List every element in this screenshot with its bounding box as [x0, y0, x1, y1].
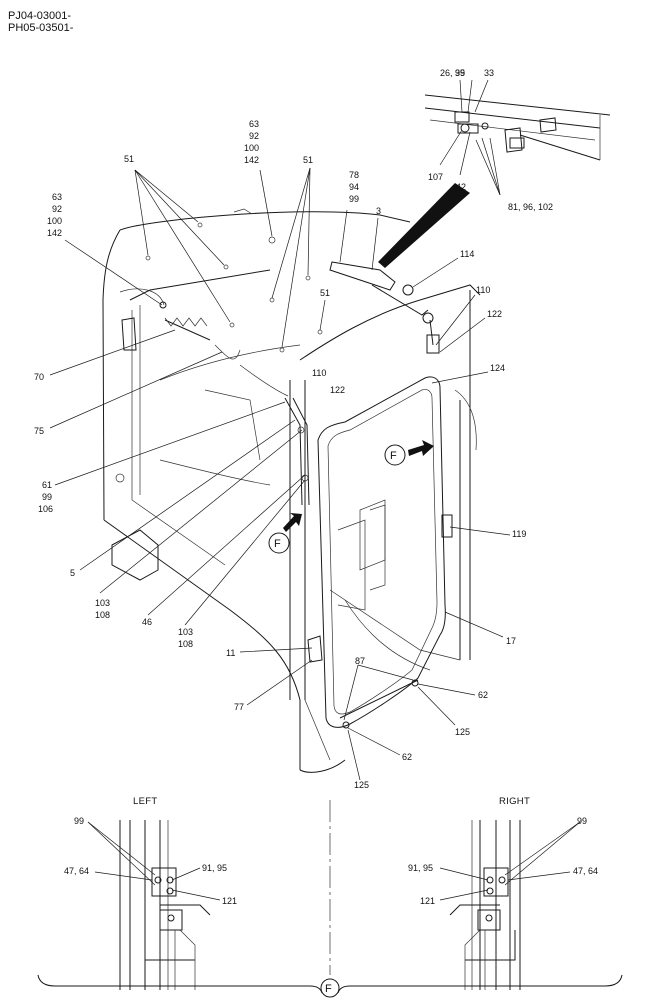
door-assembly [307, 334, 453, 729]
label-11: 11 [226, 648, 235, 658]
label-142-left: 142 [47, 228, 62, 238]
label-103-b: 103 [178, 627, 193, 637]
label-121-left: 121 [222, 896, 237, 906]
label-110-right: 110 [476, 285, 490, 295]
label-107: 107 [428, 172, 443, 182]
label-91-95-right: 91, 95 [408, 863, 433, 873]
label-92-top: 92 [249, 131, 259, 141]
drawing-code-line-2: PH05-03501- [8, 22, 74, 34]
drawing-code-line-1: PJ04-03001- [8, 10, 71, 22]
label-114: 114 [460, 249, 474, 259]
label-99-right-detail: 99 [577, 816, 587, 826]
label-100-top: 100 [244, 143, 259, 153]
label-78: 78 [349, 170, 359, 180]
label-99-top: 99 [349, 194, 359, 204]
cab-body [102, 211, 481, 773]
left-detail-view [119, 820, 211, 990]
label-122-right: 122 [487, 309, 502, 319]
label-119: 119 [512, 529, 526, 539]
right-detail-view [449, 820, 521, 990]
label-108-b: 108 [178, 639, 193, 649]
view-marker-circle [320, 978, 340, 998]
right-detail-leaders [439, 821, 581, 901]
label-122-left: 122 [330, 385, 345, 395]
label-77: 77 [234, 702, 244, 712]
label-5: 5 [70, 568, 75, 578]
label-51-center: 51 [303, 155, 313, 165]
label-124: 124 [490, 363, 505, 373]
label-100-left: 100 [47, 216, 62, 226]
label-51-left: 51 [124, 154, 134, 164]
label-17: 17 [506, 636, 516, 646]
label-110-left: 110 [312, 368, 326, 378]
label-99-left-detail: 99 [74, 816, 84, 826]
left-detail-leaders [87, 821, 221, 901]
label-35: 35 [455, 68, 465, 78]
view-marker-f-lower: F [274, 538, 281, 550]
label-62-a: 62 [478, 690, 488, 700]
label-62-b: 62 [402, 752, 412, 762]
label-99-left: 99 [42, 492, 52, 502]
label-26-99: 26, 99 [440, 68, 465, 78]
label-92-left: 92 [52, 204, 62, 214]
label-142-top: 142 [244, 155, 259, 165]
brace-right [337, 974, 623, 994]
view-marker-f-upper: F [390, 450, 397, 462]
label-63-top: 63 [249, 119, 259, 129]
leader-lines [49, 167, 511, 781]
label-103-a: 103 [95, 598, 110, 608]
label-47-64-left: 47, 64 [64, 866, 89, 876]
label-91-95-left: 91, 95 [202, 863, 227, 873]
label-94: 94 [349, 182, 359, 192]
wiper-and-arms [119, 208, 434, 506]
label-51-lower: 51 [320, 288, 330, 298]
section-left-title: LEFT [133, 796, 157, 807]
label-121-right: 121 [420, 896, 435, 906]
label-46: 46 [142, 617, 152, 627]
label-75: 75 [34, 426, 44, 436]
label-108-a: 108 [95, 610, 110, 620]
label-63-left: 63 [52, 192, 62, 202]
brace-left [37, 974, 323, 994]
section-right-title: RIGHT [499, 796, 530, 807]
detail-pointer-arrow [378, 183, 470, 268]
label-3: 3 [376, 206, 381, 216]
label-42: 42 [456, 182, 466, 192]
label-33: 33 [484, 68, 494, 78]
part-labels: 26, 99 35 33 107 42 81, 96, 102 63 92 10… [34, 68, 553, 790]
hinge-detail-inset [424, 79, 611, 196]
label-125-a: 125 [455, 727, 470, 737]
label-81-96-102: 81, 96, 102 [508, 202, 553, 212]
label-70: 70 [34, 372, 44, 382]
label-47-64-right: 47, 64 [573, 866, 598, 876]
view-marker-label: F [325, 983, 332, 995]
label-125-b: 125 [354, 780, 369, 790]
label-106: 106 [38, 504, 53, 514]
label-61: 61 [42, 480, 52, 490]
label-87: 87 [355, 656, 365, 666]
view-arrows [268, 440, 434, 554]
